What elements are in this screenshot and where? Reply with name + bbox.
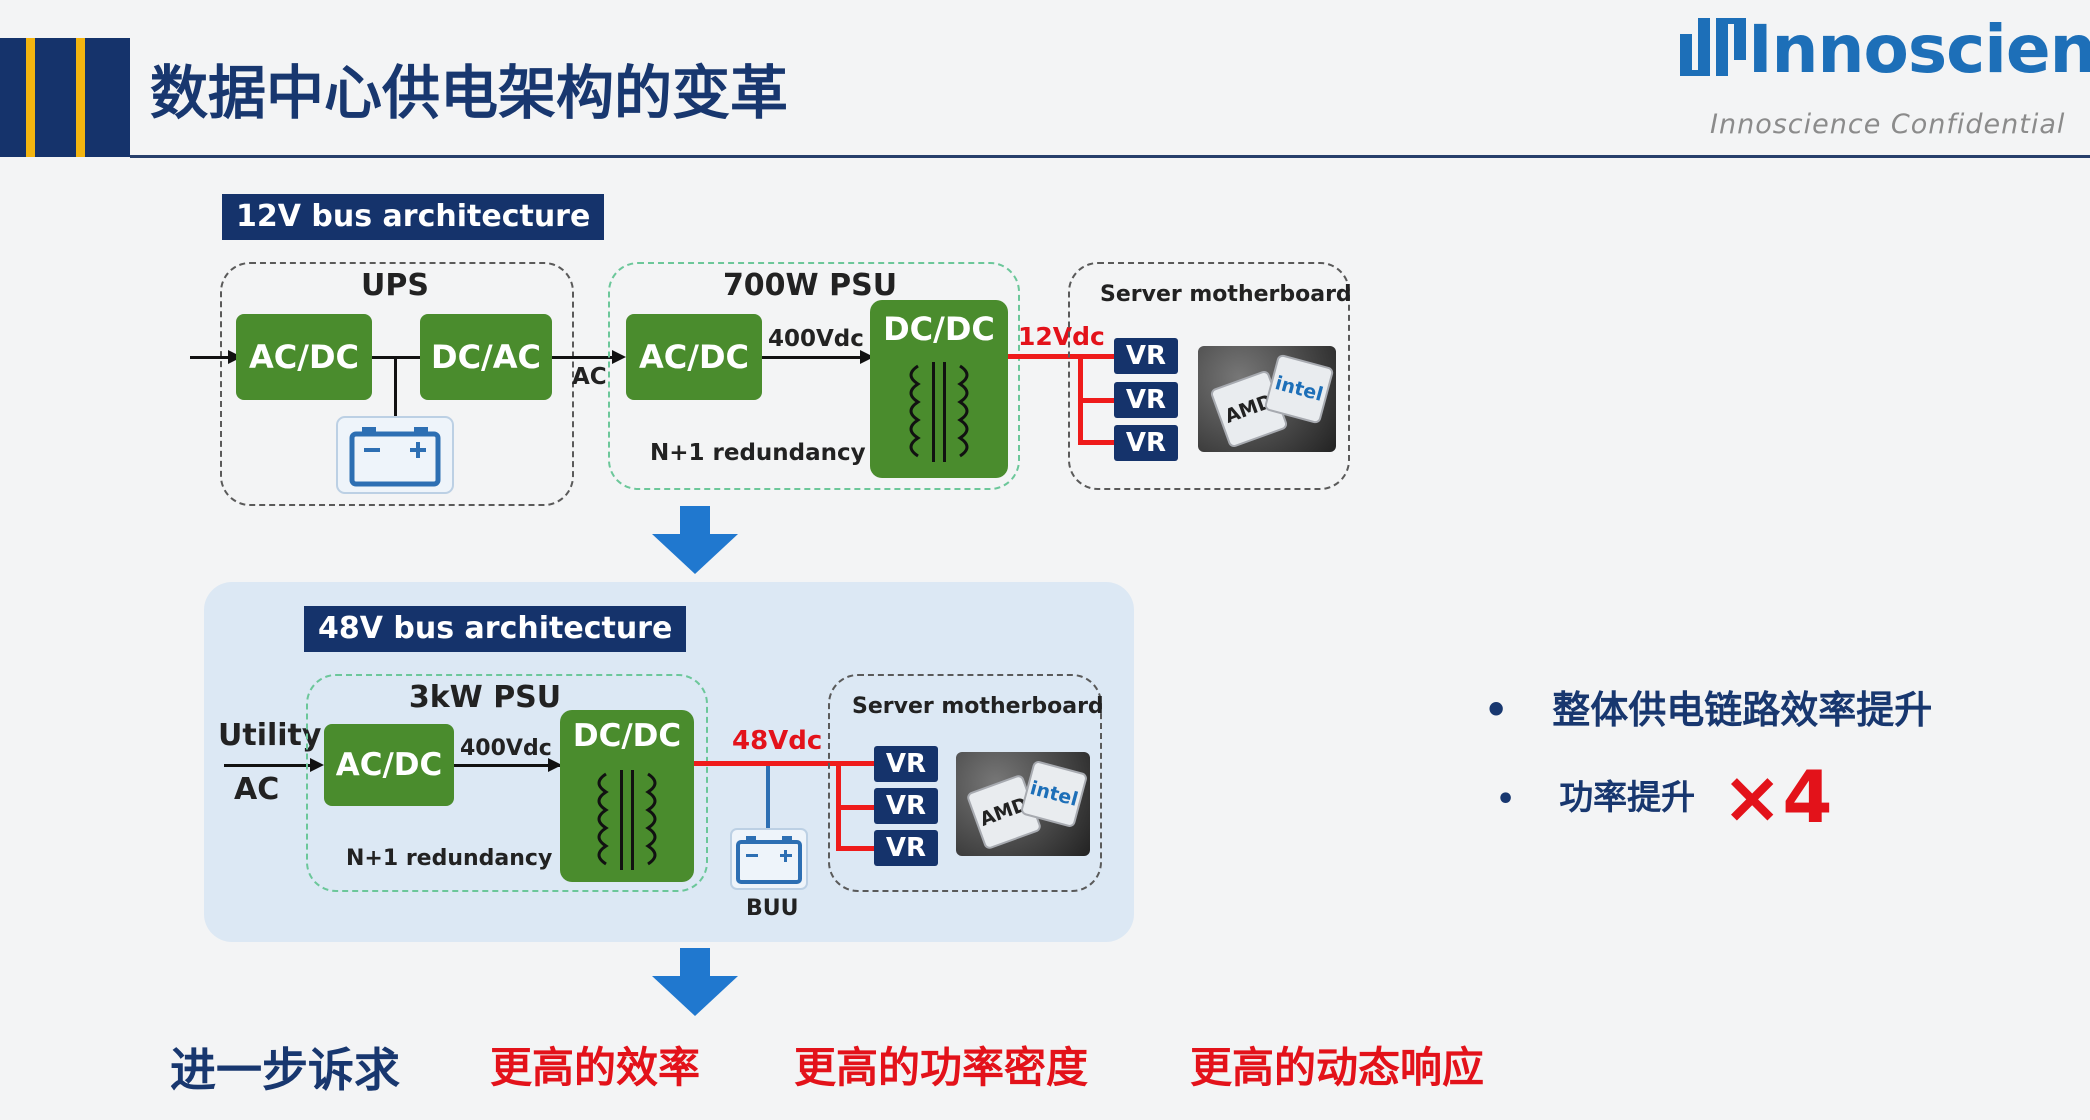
bullet-power-text: 功率提升 [1559, 778, 1696, 818]
demand-efficiency: 更高的效率 [490, 1043, 701, 1092]
ups-dcac-box: DC/AC [420, 314, 552, 400]
motherboard-12v-box [1068, 262, 1350, 490]
motherboard-12v-label: Server motherboard [1100, 282, 1352, 307]
utility-ac-label: AC [234, 772, 280, 807]
bus12-label: 12Vdc [1018, 322, 1105, 351]
down-arrow-icon [652, 948, 738, 1016]
arch48-label: 48V bus architecture [304, 606, 687, 652]
bullet-efficiency-text: 整体供电链路效率提升 [1552, 688, 1933, 732]
innoscience-logo-icon [1680, 18, 1746, 76]
bus48-branch [836, 846, 874, 851]
header-stripe [26, 38, 35, 157]
psu-3kw-label: 3kW PSU [408, 680, 562, 715]
header-divider [130, 155, 2090, 158]
bullet-dot: • [1484, 688, 1509, 732]
battery-icon [336, 416, 454, 494]
vdc400-48-label: 400Vdc [460, 736, 552, 761]
bus12-branch [1078, 398, 1114, 403]
power-multiplier: ×4 [1722, 755, 1833, 839]
buu-battery-icon [730, 828, 808, 890]
header-accent-bar [0, 38, 130, 157]
vdc400-wire [762, 356, 872, 359]
ups-box [220, 262, 574, 506]
vr-48v-2: VR [874, 788, 938, 824]
header-stripe [76, 38, 85, 157]
bus48-branch [836, 805, 874, 810]
demand-power-density: 更高的功率密度 [794, 1043, 1089, 1092]
psu-700w-box [608, 262, 1020, 490]
redundancy-label-12v: N+1 redundancy [650, 440, 866, 466]
ups-internal-wire [372, 356, 420, 359]
buu-label: BUU [746, 896, 799, 921]
further-demands-label: 进一步诉求 [170, 1043, 400, 1097]
utility-label: Utility [218, 718, 322, 753]
psu-acdc-box: AC/DC [626, 314, 762, 400]
bullet-power: • 功率提升 [1496, 770, 1695, 828]
battery-wire [394, 358, 397, 416]
psu48-dcdc-label: DC/DC [572, 718, 682, 754]
vdc400-48-arrowhead [548, 758, 562, 772]
bus12-branch [1078, 440, 1114, 445]
page-title: 数据中心供电架构的变革 [150, 59, 789, 127]
ups-label: UPS [361, 268, 429, 303]
vr-12v-1: VR [1114, 338, 1178, 374]
motherboard-48v-label: Server motherboard [852, 694, 1104, 719]
vdc400-48-wire [454, 764, 560, 767]
demand-dynamic-response: 更高的动态响应 [1190, 1043, 1485, 1092]
utility-arrowhead [310, 758, 324, 772]
ups-acdc-box: AC/DC [236, 314, 372, 400]
utility-wire [224, 764, 316, 767]
vr-12v-2: VR [1114, 382, 1178, 418]
buu-wire [766, 766, 770, 832]
vr-12v-3: VR [1114, 425, 1178, 461]
ac-label: AC [572, 364, 607, 390]
psu-dcdc-label: DC/DC [883, 310, 995, 348]
input-wire [190, 356, 234, 359]
psu-700w-label: 700W PSU [722, 268, 898, 303]
psu-dcdc-box: DC/DC [870, 300, 1008, 478]
psu-3kw-box [306, 674, 708, 892]
psu48-dcdc-box: DC/DC [560, 710, 694, 882]
down-arrow-icon [652, 506, 738, 574]
transformer-icon [909, 362, 969, 462]
bullet-efficiency: • 整体供电链路效率提升 [1484, 686, 1932, 734]
redundancy-label-48v: N+1 redundancy [346, 846, 553, 871]
confidential-label: Innoscience Confidential [1710, 109, 2066, 140]
bus12-wire [1008, 354, 1114, 359]
vr-48v-1: VR [874, 746, 938, 782]
bus48-wire [694, 761, 874, 766]
arch12-label: 12V bus architecture [222, 194, 605, 240]
cpu-chips-image-12v: AMD intel [1198, 346, 1336, 452]
ac-wire [552, 356, 614, 359]
bus48-label: 48Vdc [732, 726, 823, 756]
ac-arrowhead [612, 350, 626, 364]
psu48-acdc-box: AC/DC [324, 724, 454, 806]
vdc400-label: 400Vdc [768, 326, 864, 352]
transformer-icon [597, 770, 657, 870]
logo-wordmark: Innoscience [1748, 11, 2090, 88]
vr-48v-3: VR [874, 830, 938, 866]
cpu-chips-image-48v: AMD intel [956, 752, 1090, 856]
motherboard-48v-box [828, 674, 1102, 892]
bullet-dot: • [1496, 782, 1516, 817]
